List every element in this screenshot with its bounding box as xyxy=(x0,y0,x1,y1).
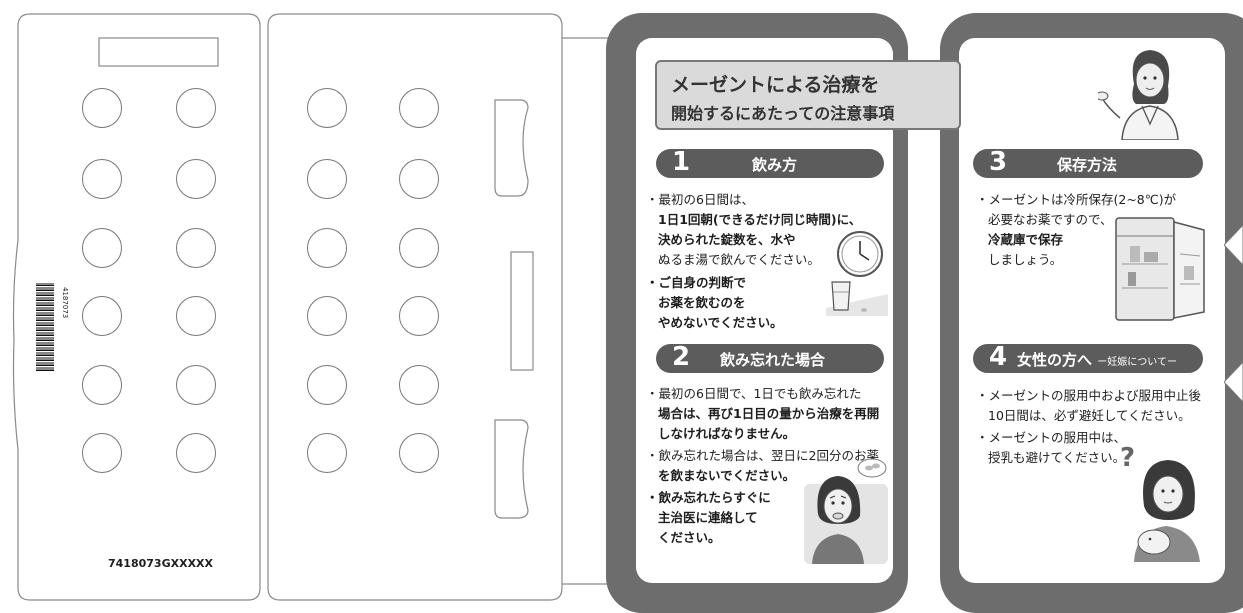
section-2-heading: 飲み忘れた場合 xyxy=(720,351,826,369)
question-mark-icon: ? xyxy=(1120,443,1135,473)
section-4-line: 10日間は、必ず避妊してください。 xyxy=(988,408,1191,423)
product-code-label: 7418073GXXXXX xyxy=(108,557,214,570)
pill-thought-icon xyxy=(857,458,887,478)
edge-arrow-bottom xyxy=(1224,362,1243,402)
blister-cavity xyxy=(176,228,216,268)
section-2-bullet3: ・飲み忘れたらすぐに 主治医に連絡して ください。 xyxy=(646,488,771,548)
blister-cavity xyxy=(82,365,122,405)
section-1-number: 1 xyxy=(672,147,691,177)
section-3-line: 冷蔵庫で保存 xyxy=(988,232,1064,247)
blister-cavity xyxy=(82,88,122,128)
blister-cavity xyxy=(399,228,439,268)
section-1-heading: 飲み方 xyxy=(752,156,798,174)
blister-cavity xyxy=(82,296,122,336)
edge-arrow-top xyxy=(1224,225,1243,265)
section-4-text: ・メーゼントの服用中および服用中止後 10日間は、必ず避妊してください。 xyxy=(976,386,1201,426)
mother-baby-illustration: ? xyxy=(1120,443,1200,562)
section-2-bullet-line: を飲まないでください。 xyxy=(658,468,796,483)
section-2-bullet-line: ください。 xyxy=(658,530,721,545)
section-3-text: ・メーゼントは冷所保存(2~8℃)が 必要なお薬ですので、 冷蔵庫で保存 しまし… xyxy=(976,190,1176,270)
section-2-bullet-line: ・飲み忘れた場合は、翌日に2回分のお薬 xyxy=(646,448,879,463)
section-2-bullet-line: 主治医に連絡して xyxy=(658,510,758,525)
blister-cavity xyxy=(82,159,122,199)
blister-cavity xyxy=(82,228,122,268)
clock-and-glass-illustration xyxy=(826,231,888,316)
section-4-header: 4 女性の方へ ー妊娠についてー xyxy=(973,342,1203,373)
blister-cavity xyxy=(176,365,216,405)
blister-cavity xyxy=(307,228,347,268)
section-1-bullet2: ・ご自身の判断で お薬を飲むのを やめないでください。 xyxy=(646,273,783,333)
section-4-heading-wrap: 女性の方へ ー妊娠についてー xyxy=(1017,349,1177,370)
blister-cavity xyxy=(82,433,122,473)
blister-cavity xyxy=(176,159,216,199)
notice-title-line2: 開始するにあたっての注意事項 xyxy=(671,104,895,123)
blister-cavity xyxy=(399,365,439,405)
section-3-header: 3 保存方法 xyxy=(973,147,1203,178)
section-1-line: 決められた錠数を、水や xyxy=(658,232,796,247)
blister-cavity xyxy=(307,365,347,405)
blister-cavity xyxy=(399,296,439,336)
fridge-illustration xyxy=(1115,217,1205,321)
section-1-bullet-line: お薬を飲むのを xyxy=(658,295,746,310)
section-1-bullet-line: やめないでください。 xyxy=(658,315,783,330)
section-4-bullet-line: ・メーゼントの服用中は、 xyxy=(976,430,1127,445)
section-2-line: ・最初の6日間で、1日でも飲み忘れた xyxy=(646,386,862,401)
section-2-line: 場合は、再び1日目の量から治療を再開 xyxy=(658,406,880,421)
blister-cavity xyxy=(176,88,216,128)
section-2-header: 2 飲み忘れた場合 xyxy=(656,342,884,373)
section-1-line: ぬるま湯で飲んでください。 xyxy=(658,252,820,267)
blister-cavity xyxy=(307,159,347,199)
doctor-illustration xyxy=(1098,50,1179,140)
section-4-number: 4 xyxy=(989,342,1008,372)
blister-cavity xyxy=(307,433,347,473)
section-4-subheading: ー妊娠についてー xyxy=(1097,357,1177,368)
glass-icon xyxy=(831,281,851,311)
barcode xyxy=(36,283,54,371)
section-3-heading: 保存方法 xyxy=(1057,156,1118,174)
section-1-line: 1日1回朝(できるだけ同じ時間)に、 xyxy=(658,212,862,227)
section-1-header: 1 飲み方 xyxy=(656,147,884,178)
barcode-number: 4187073 xyxy=(61,287,69,319)
section-4-line: ・メーゼントの服用中および服用中止後 xyxy=(976,388,1202,403)
section-3-line: 必要なお薬ですので、 xyxy=(988,212,1113,227)
section-3-number: 3 xyxy=(989,147,1008,177)
section-4-heading: 女性の方へ xyxy=(1017,351,1093,369)
section-4-bullet2: ・メーゼントの服用中は、 授乳も避けてください。 xyxy=(976,428,1126,468)
blister-cavity xyxy=(176,296,216,336)
section-1-text: ・最初の6日間は、 1日1回朝(できるだけ同じ時間)に、 決められた錠数を、水や… xyxy=(646,190,861,270)
section-1-bullet-line: ・ご自身の判断で xyxy=(646,275,747,290)
blister-cavity xyxy=(176,433,216,473)
blister-cavity xyxy=(307,88,347,128)
blister-cavity xyxy=(399,433,439,473)
section-3-line: ・メーゼントは冷所保存(2~8℃)が xyxy=(976,192,1177,207)
section-1-line: ・最初の6日間は、 xyxy=(646,192,754,207)
notice-title-line1: メーゼントによる治療を xyxy=(671,74,880,96)
section-2-bullet2: ・飲み忘れた場合は、翌日に2回分のお薬 を飲まないでください。 xyxy=(646,446,879,486)
blister-card-outline xyxy=(12,13,632,601)
blister-cavity xyxy=(307,296,347,336)
section-2-text: ・最初の6日間で、1日でも飲み忘れた 場合は、再び1日目の量から治療を再開 しな… xyxy=(646,384,879,444)
worried-woman-illustration xyxy=(804,458,888,564)
clock-icon xyxy=(837,231,883,277)
blister-cavity xyxy=(399,88,439,128)
section-2-number: 2 xyxy=(672,342,691,372)
section-2-line: しなければなりません。 xyxy=(658,426,796,441)
section-3-line: しましょう。 xyxy=(988,252,1063,267)
section-2-bullet-line: ・飲み忘れたらすぐに xyxy=(646,490,771,505)
section-4-bullet-line: 授乳も避けてください。 xyxy=(988,450,1126,465)
blister-cavity xyxy=(399,159,439,199)
notice-title-box: メーゼントによる治療を 開始するにあたっての注意事項 xyxy=(655,60,961,130)
